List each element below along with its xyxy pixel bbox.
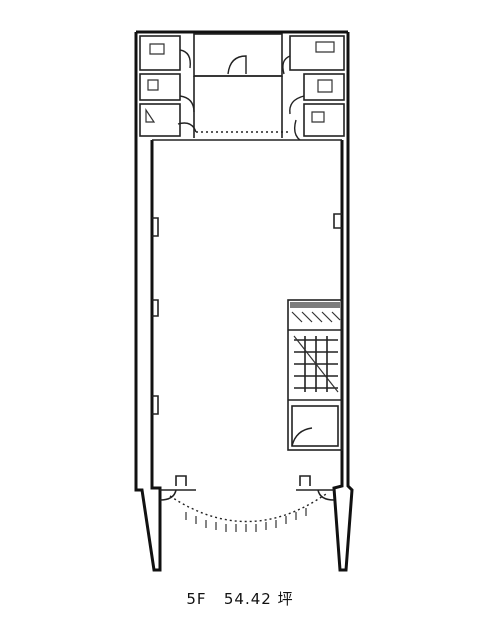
columns-left (152, 217, 159, 415)
area-value: 54.42 (223, 590, 272, 608)
floor-label: 5F (186, 590, 207, 608)
outer-walls (134, 30, 354, 572)
floor-area-caption: 5F 54.42 坪 (0, 588, 480, 609)
core-top (139, 33, 345, 141)
stair-steps (293, 335, 339, 393)
entrance-facade (159, 475, 335, 532)
stair-block (287, 299, 343, 451)
floor-plan (134, 30, 354, 572)
core-separator (152, 131, 342, 141)
columns-right (333, 213, 342, 229)
area-unit: 坪 (277, 590, 294, 608)
